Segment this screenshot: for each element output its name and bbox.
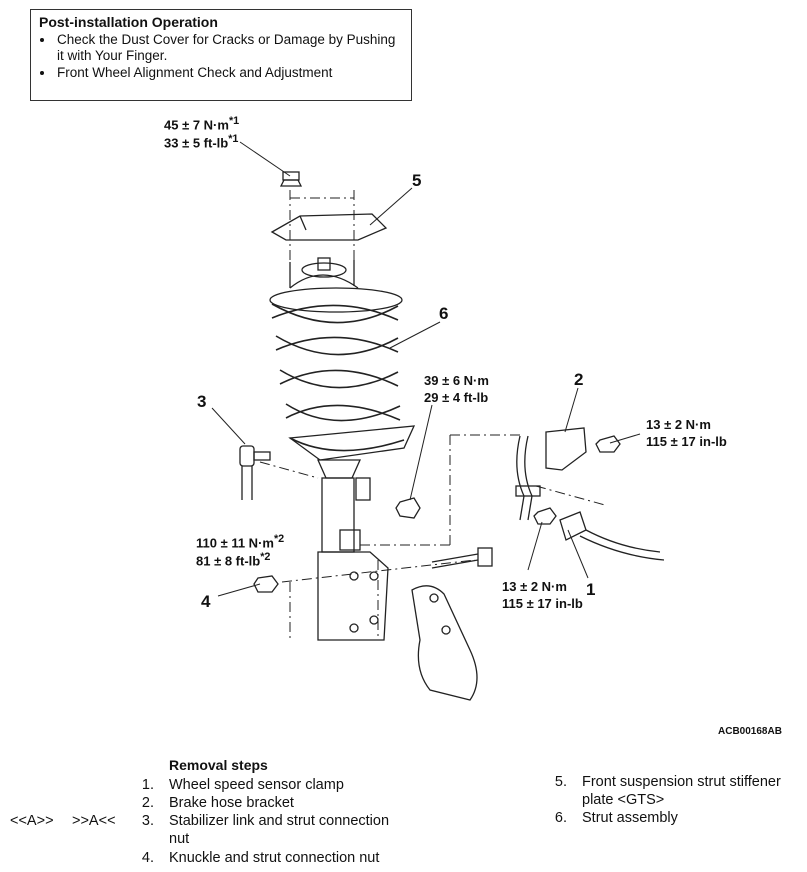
callout-5: 5 — [412, 171, 422, 190]
post-installation-box: Post-installation Operation Check the Du… — [30, 9, 412, 101]
post-installation-item: Check the Dust Cover for Cracks or Damag… — [55, 32, 403, 64]
torque-label-knuckle-nm: 110 ± 11 N·m*2 — [196, 533, 285, 551]
leader-lines — [211, 141, 641, 597]
removal-steps-title: Removal steps — [169, 757, 268, 773]
torque-label-clamp-nm: 13 ± 2 N·m — [502, 579, 567, 594]
top-nut-shape — [279, 171, 303, 187]
callout-1: 1 — [586, 580, 596, 599]
brake-hose-bracket-shape — [515, 427, 587, 521]
torque-label-stab-nm: 39 ± 6 N·m — [424, 373, 489, 388]
spring-seat-shape — [269, 287, 403, 313]
figure-code: ACB00168AB — [718, 726, 782, 737]
torque-label-knuckle-ft: 81 ± 8 ft-lb*2 — [196, 551, 271, 569]
callout-2: 2 — [574, 370, 584, 389]
torque-label-top-ft: 33 ± 5 ft-lb*1 — [164, 133, 239, 151]
knuckle-shape — [411, 585, 478, 701]
post-installation-item: Front Wheel Alignment Check and Adjustme… — [55, 65, 403, 81]
torque-label-clamp-in: 115 ± 17 in-lb — [502, 596, 583, 611]
reference-a-removal: <<A>> — [10, 813, 54, 829]
strut-body-shape — [316, 459, 389, 641]
stiffener-plate-shape — [270, 213, 388, 241]
post-installation-title: Post-installation Operation — [39, 14, 218, 30]
torque-label-stab-ft: 29 ± 4 ft-lb — [424, 390, 489, 405]
upper-mount-shape — [289, 257, 359, 289]
nut-shapes — [253, 435, 621, 593]
alignment-lines — [259, 190, 606, 640]
callout-4: 4 — [201, 592, 211, 611]
torque-label-bracket-nm: 13 ± 2 N·m — [646, 417, 711, 432]
bolt-shape — [431, 547, 493, 569]
reference-a-installation: >>A<< — [72, 813, 116, 829]
torque-label-top-nm: 45 ± 7 N·m*1 — [164, 115, 240, 133]
stabilizer-link-shape — [239, 445, 271, 500]
callout-6: 6 — [439, 304, 449, 323]
callout-3: 3 — [197, 392, 207, 411]
sensor-clamp-shape — [559, 511, 665, 561]
post-installation-list: Check the Dust Cover for Cracks or Damag… — [39, 32, 403, 81]
lower-seat-shape — [288, 425, 416, 461]
coil-spring-shape — [271, 303, 405, 452]
torque-label-bracket-in: 115 ± 17 in-lb — [646, 434, 727, 449]
